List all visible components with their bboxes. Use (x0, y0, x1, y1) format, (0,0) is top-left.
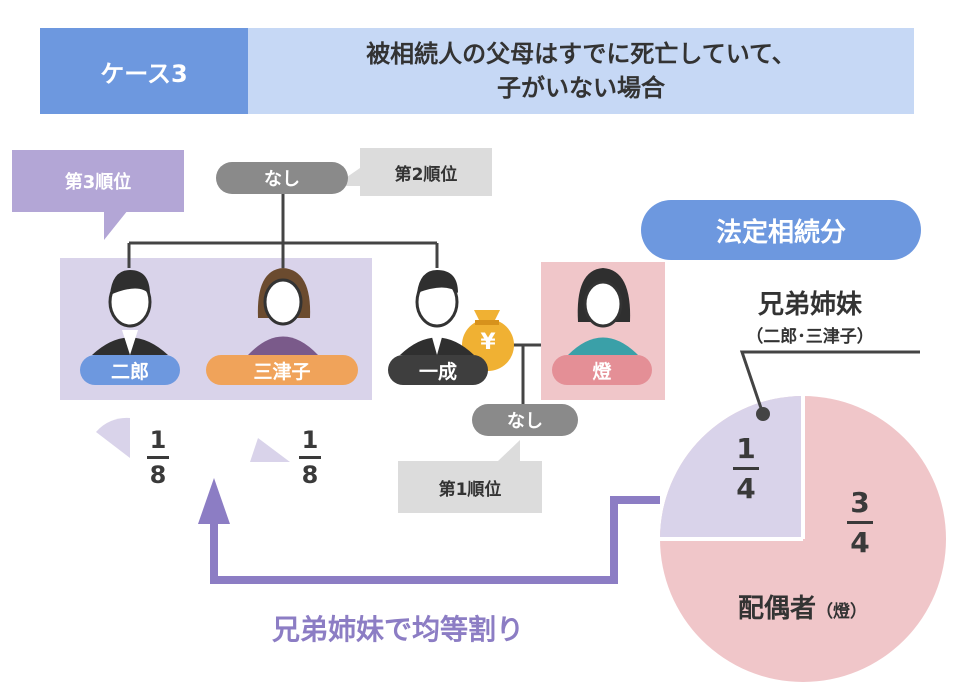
mitsuko-share-den: 8 (301, 461, 319, 489)
jiro-share-num: 1 (147, 426, 169, 459)
rank1-callout-tail (498, 440, 520, 461)
akari-avatar (568, 268, 638, 355)
jiro-share: 1 8 (138, 426, 178, 489)
spouse-pie-num: 3 (847, 486, 873, 524)
rank2-label: 第2順位 (394, 164, 458, 185)
leader-dot (756, 407, 770, 421)
title-line-1: 被相続人の父母はすでに死亡していて、 (366, 40, 796, 68)
siblings-pie-share: 1 4 (726, 432, 766, 505)
kazunari-avatar (400, 270, 474, 355)
siblings-pie-den: 4 (736, 472, 756, 505)
page-title: 被相続人の父母はすでに死亡していて、 子がいない場合 (248, 28, 914, 114)
spouse-label-text: 配偶者 (738, 594, 817, 624)
yen-symbol: ¥ (480, 330, 496, 355)
mitsuko-share: 1 8 (290, 426, 330, 489)
mitsuko-share-icon (250, 438, 290, 462)
mitsuko-share-num: 1 (299, 426, 321, 459)
rank3-callout-tail (104, 210, 128, 240)
jiro-avatar (92, 270, 168, 355)
rank1-callout (398, 461, 542, 513)
person-mitsuko: 三津子 (206, 355, 358, 385)
mitsuko-avatar (248, 268, 318, 355)
rank3-label: 第3順位 (64, 172, 132, 193)
spouse-label-sub: （燈） (816, 602, 868, 622)
children-none-pill: なし (472, 404, 578, 436)
person-jiro: 二郎 (80, 355, 180, 385)
rank3-callout (12, 150, 184, 212)
statutory-share-heading: 法定相続分 (641, 200, 921, 260)
leader-line (739, 350, 920, 415)
title-line-2: 子がいない場合 (497, 74, 665, 102)
split-note: 兄弟姉妹で均等割り (272, 613, 525, 646)
siblings-subtitle: （二郎･三津子） (746, 327, 874, 347)
split-arrow-head (198, 478, 230, 524)
siblings-pie-slice (660, 396, 803, 539)
case-label: ケース3 (40, 28, 248, 114)
spouse-pie-den: 4 (850, 526, 870, 559)
jiro-share-den: 8 (149, 461, 167, 489)
split-arrow-line (210, 496, 660, 584)
rank1-label: 第1順位 (438, 479, 502, 500)
siblings-title: 兄弟姉妹 (757, 290, 862, 320)
person-akari: 燈 (552, 355, 652, 385)
parents-none-pill: なし (216, 162, 348, 194)
jiro-share-icon (96, 417, 130, 458)
spouse-label: 配偶者（燈） (738, 588, 867, 625)
rank2-callout (360, 148, 492, 196)
person-kazunari: 一成 (388, 355, 488, 385)
spouse-pie-share: 3 4 (840, 486, 880, 559)
siblings-pie-num: 1 (733, 432, 759, 470)
